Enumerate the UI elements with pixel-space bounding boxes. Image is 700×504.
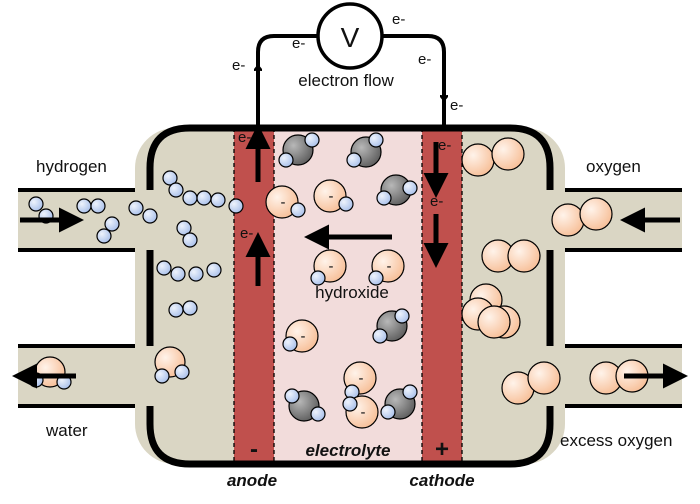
electron-label: e- [418, 51, 431, 68]
hydroxide-hydrogen [342, 396, 358, 412]
electron-label: e- [292, 35, 305, 52]
water-hydrogen [284, 388, 300, 404]
water-hydrogen [372, 328, 388, 344]
hydrogen-atom [28, 196, 44, 212]
oxygen-atom [551, 203, 585, 237]
hydroxide-oxygen [265, 185, 299, 219]
voltmeter-icon: V [316, 2, 384, 70]
electrolyte-label: electrolyte [305, 441, 390, 460]
water-hydrogen [402, 384, 418, 400]
electron-label: e- [232, 57, 245, 74]
oxygen-label: oxygen [586, 157, 641, 176]
hydroxide-charge: - [361, 404, 366, 421]
water-hydrogen [394, 308, 410, 324]
oxygen-atom [579, 197, 613, 231]
electron-label: e- [238, 129, 251, 146]
water-label: water [45, 421, 88, 440]
hydroxide-label: hydroxide [315, 283, 389, 302]
hydrogen-atom [76, 198, 92, 214]
hydroxide-charge: - [359, 370, 364, 387]
cell-body-outline [146, 124, 554, 468]
hydroxide-hydrogen [338, 196, 354, 212]
hydrogen-atom [90, 198, 106, 214]
water-molecules [28, 132, 418, 422]
hydrogen-atom [196, 190, 212, 206]
water-hydrogen [380, 404, 396, 420]
electron-flow-label: electron flow [298, 71, 394, 90]
oxygen-atom [527, 361, 561, 395]
hydroxide-hydrogen [310, 270, 326, 286]
water-hydrogen [278, 152, 294, 168]
electron-label: e- [438, 137, 451, 154]
hydroxide-hydrogen [368, 270, 384, 286]
cathode-electrode [422, 128, 462, 464]
hydrogen-atom [206, 262, 222, 278]
anode-label: anode [227, 471, 277, 490]
hydrogen-atom [176, 220, 192, 236]
oxygen-atom [461, 143, 495, 177]
hydroxide-charge: - [301, 328, 306, 345]
water-hydrogen [310, 406, 326, 422]
hydrogen-atom [128, 200, 144, 216]
hydrogen-atom [182, 232, 198, 248]
hydrogen-atom [96, 228, 112, 244]
water-hydrogen [304, 132, 320, 148]
water-hydrogen [346, 152, 362, 168]
oxygen-atom [507, 239, 541, 273]
hydroxide-ions: - - - - - - - [265, 179, 405, 429]
cathode-sign: + [435, 436, 449, 463]
anode-electrode [234, 128, 274, 464]
hydrogen-atom [188, 266, 204, 282]
electron-label: e- [240, 225, 253, 242]
hydrogen-atom [182, 190, 198, 206]
hydrogen-atom [156, 260, 172, 276]
hydrogen-label: hydrogen [36, 157, 107, 176]
hydroxide-charge: - [281, 194, 286, 211]
water-hydrogen [402, 180, 418, 196]
hydroxide-charge: - [387, 258, 392, 275]
hydroxide-charge: - [329, 188, 334, 205]
hydroxide-hydrogen [282, 336, 298, 352]
hydrogen-molecules [28, 170, 244, 318]
hydroxide-charge: - [329, 258, 334, 275]
electron-label: e- [450, 97, 463, 114]
water-hydrogen [154, 368, 170, 384]
electron-label: e- [392, 11, 405, 28]
circuit-wire [256, 34, 446, 128]
cathode-label: cathode [409, 471, 474, 490]
anode-sign: - [250, 436, 258, 463]
hydroxide-hydrogen [290, 202, 306, 218]
excess-oxygen-label: excess oxygen [560, 431, 672, 450]
hydrogen-atom [182, 300, 198, 316]
hydrogen-atom [162, 170, 178, 186]
oxygen-atom [491, 137, 525, 171]
oxygen-atom [477, 305, 511, 339]
water-hydrogen [368, 132, 384, 148]
hydrogen-atom [142, 208, 158, 224]
svg-text:V: V [341, 22, 360, 53]
hydrogen-atom [228, 198, 244, 214]
water-hydrogen [376, 190, 392, 206]
hydrogen-atom [168, 182, 184, 198]
hydrogen-atom [170, 266, 186, 282]
hydrogen-atom [168, 302, 184, 318]
hydrogen-atom [210, 192, 226, 208]
hydroxide-oxygen [313, 179, 347, 213]
water-hydrogen [174, 364, 190, 380]
electron-label: e- [430, 193, 443, 210]
hydrogen-atom [104, 216, 120, 232]
